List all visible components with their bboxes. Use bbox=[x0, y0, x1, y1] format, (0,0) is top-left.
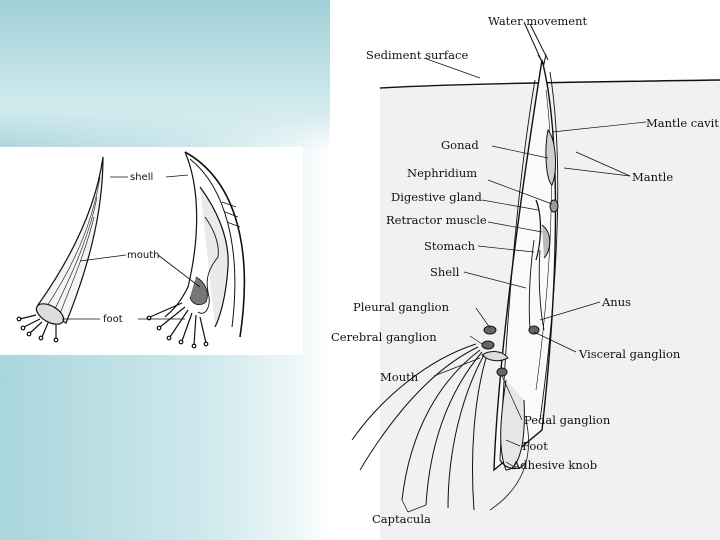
label-pedal-ganglion: Pedal ganglion bbox=[524, 413, 611, 427]
label-foot-right: Foot bbox=[522, 439, 548, 453]
scaphopod-anatomy-illustration bbox=[351, 21, 720, 540]
label-gonad: Gonad bbox=[441, 138, 479, 152]
tusk-shell-illustration bbox=[16, 151, 246, 349]
label-captacula: Captacula bbox=[372, 512, 431, 526]
label-mouth-left: mouth bbox=[127, 250, 160, 261]
label-adhesive-knob: Adhesive knob bbox=[512, 458, 598, 472]
left-diagram-panel: shell mouth foot bbox=[0, 147, 303, 355]
label-foot-left: foot bbox=[103, 314, 123, 325]
label-mouth-right: Mouth bbox=[380, 370, 419, 384]
label-cerebral-ganglion: Cerebral ganglion bbox=[331, 330, 437, 344]
right-diagram-panel: Water movement Sediment surface Mantle c… bbox=[330, 0, 720, 540]
label-sediment-surface: Sediment surface bbox=[366, 48, 469, 62]
label-water-movement: Water movement bbox=[488, 14, 588, 28]
label-visceral-ganglion: Visceral ganglion bbox=[579, 347, 681, 361]
label-mantle: Mantle bbox=[632, 170, 674, 184]
label-anus: Anus bbox=[602, 295, 632, 309]
label-mantle-cavity: Mantle cavit bbox=[646, 116, 719, 130]
label-nephridium: Nephridium bbox=[407, 166, 478, 180]
label-pleural-ganglion: Pleural ganglion bbox=[353, 300, 449, 314]
label-shell-left: shell bbox=[130, 172, 154, 183]
label-digestive-gland: Digestive gland bbox=[391, 190, 482, 204]
label-shell-right: Shell bbox=[430, 265, 460, 279]
label-retractor-muscle: Retractor muscle bbox=[386, 213, 487, 227]
label-stomach: Stomach bbox=[424, 239, 476, 253]
